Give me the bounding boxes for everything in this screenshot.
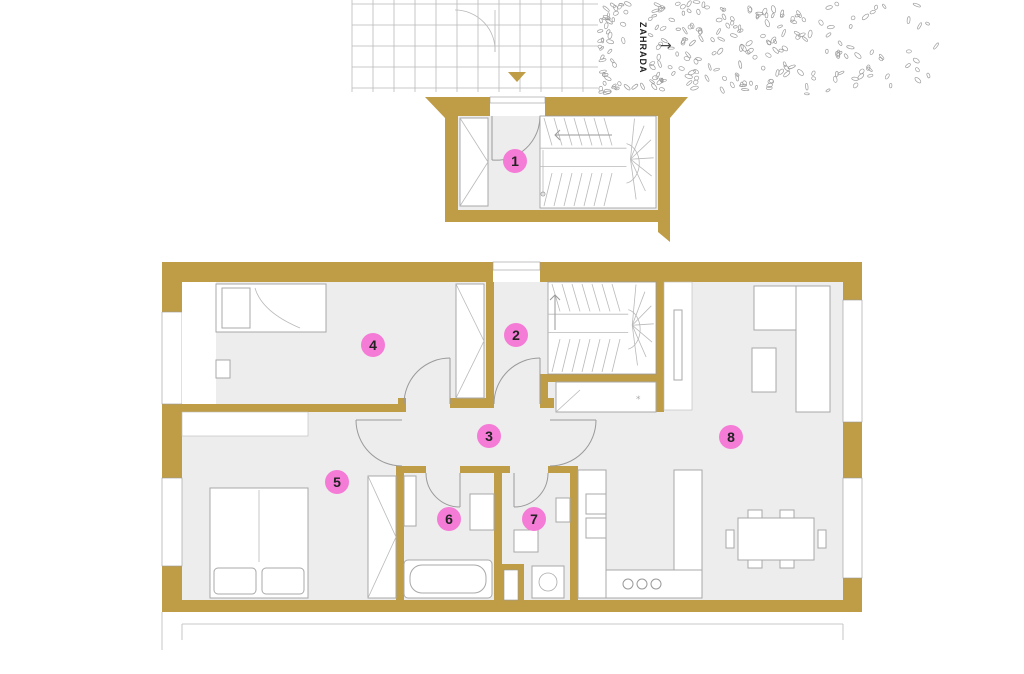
room-badge-7: 7 bbox=[522, 507, 546, 531]
room-badge-3: 3 bbox=[477, 424, 501, 448]
arrow-right-icon: → bbox=[660, 38, 672, 54]
room-badge-2: 2 bbox=[504, 323, 528, 347]
garden-area bbox=[597, 0, 939, 96]
svg-text:4: 4 bbox=[369, 337, 377, 353]
svg-text:5: 5 bbox=[333, 474, 341, 490]
svg-text:1: 1 bbox=[511, 153, 519, 169]
room-badge-5: 5 bbox=[325, 470, 349, 494]
svg-text:8: 8 bbox=[727, 429, 735, 445]
svg-text:7: 7 bbox=[530, 511, 538, 527]
triangle-down-icon bbox=[508, 72, 526, 82]
room-badge-6: 6 bbox=[437, 507, 461, 531]
svg-text:*: * bbox=[636, 395, 641, 405]
room-badge-8: 8 bbox=[719, 425, 743, 449]
room-badge-1: 1 bbox=[503, 149, 527, 173]
svg-text:2: 2 bbox=[512, 327, 520, 343]
terrace-tiles bbox=[350, 0, 600, 95]
room-badge-4: 4 bbox=[361, 333, 385, 357]
apartment: * bbox=[161, 261, 863, 612]
svg-text:6: 6 bbox=[445, 511, 453, 527]
garden-label: ZAHRADA bbox=[638, 22, 648, 74]
entrance-building bbox=[425, 96, 688, 242]
svg-text:3: 3 bbox=[485, 428, 493, 444]
